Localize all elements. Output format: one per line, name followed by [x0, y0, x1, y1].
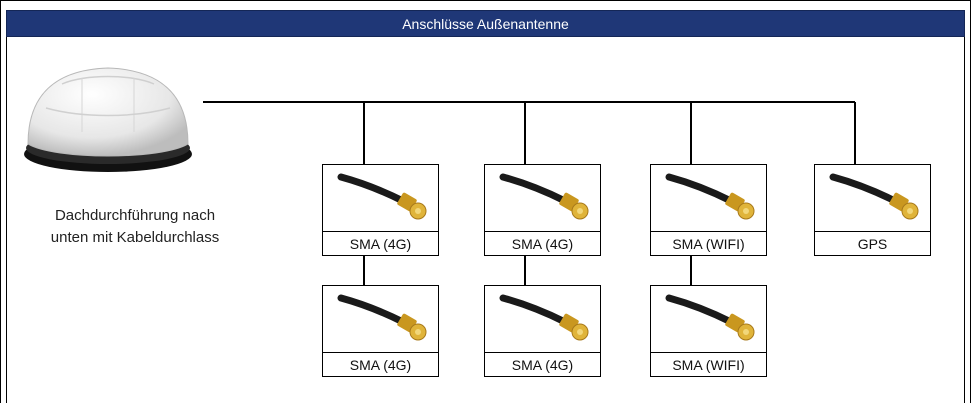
connector-card-sma-4g-2: SMA (4G) [484, 164, 601, 256]
sma-cable-icon [665, 173, 755, 220]
connector-label: SMA (4G) [485, 352, 600, 376]
sma-cable-icon [665, 294, 755, 341]
sma-cable-icon [337, 173, 427, 220]
connector-label: SMA (WIFI) [651, 231, 766, 255]
antenna-caption-line-2: unten mit Kabeldurchlass [50, 229, 220, 246]
diagram-header: Anschlüsse Außenantenne [6, 10, 965, 37]
connector-card-sma-4g-1: SMA (4G) [322, 164, 439, 256]
connector-card-sma-4g-3: SMA (4G) [322, 285, 439, 377]
connector-label: SMA (4G) [485, 231, 600, 255]
antenna-caption-line-1: Dachdurchführung nach [54, 207, 216, 224]
connector-label: SMA (4G) [323, 231, 438, 255]
frame-right-border [964, 37, 965, 403]
connector-card-sma-wifi-2: SMA (WIFI) [650, 285, 767, 377]
antenna-caption: Dachdurchführung nach unten mit Kabeldur… [20, 205, 250, 249]
connector-card-gps: GPS [814, 164, 931, 256]
roof-antenna-image [24, 67, 192, 172]
sma-cable-icon [337, 294, 427, 341]
diagram-title: Anschlüsse Außenantenne [402, 15, 569, 32]
connector-card-sma-4g-4: SMA (4G) [484, 285, 601, 377]
sma-cable-icon [499, 294, 589, 341]
connector-label: GPS [815, 231, 930, 255]
sma-cable-icon [829, 173, 919, 220]
connector-card-sma-wifi-1: SMA (WIFI) [650, 164, 767, 256]
connector-label: SMA (WIFI) [651, 352, 766, 376]
connector-label: SMA (4G) [323, 352, 438, 376]
frame-left-border [6, 37, 7, 403]
sma-cable-icon [499, 173, 589, 220]
